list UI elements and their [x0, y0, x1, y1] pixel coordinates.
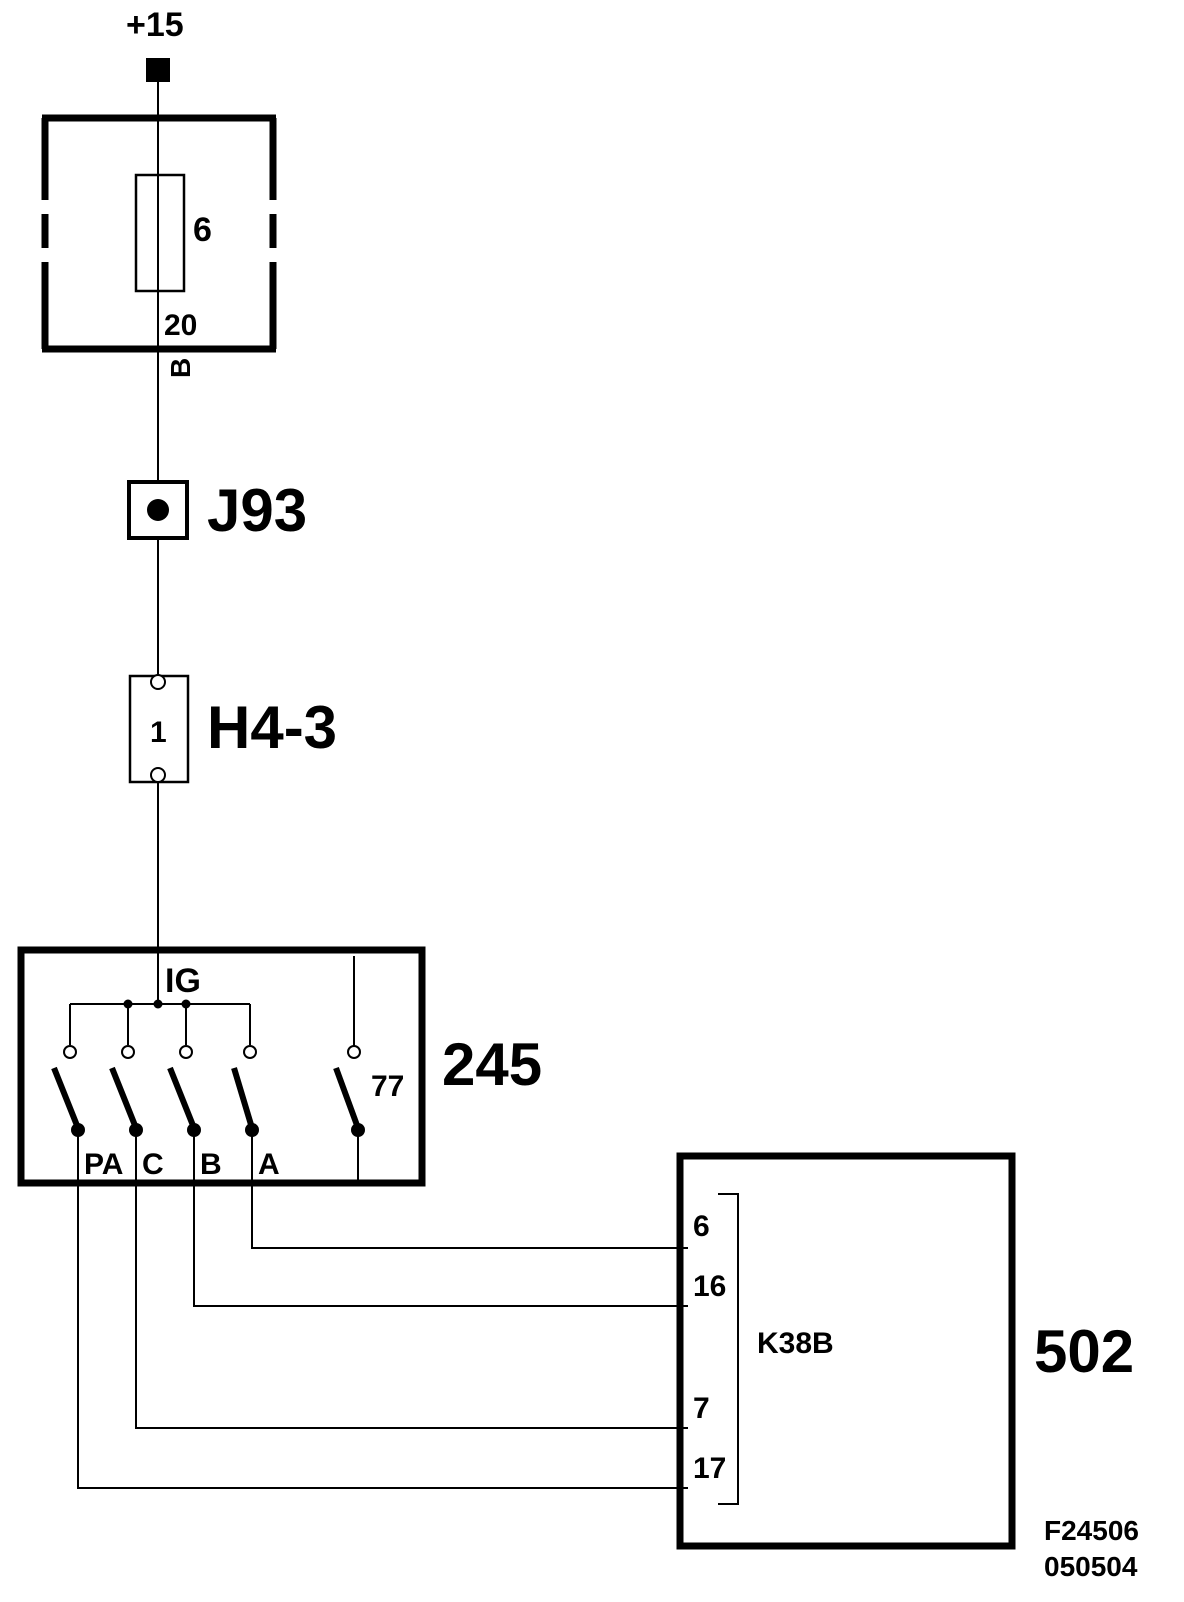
connector-pin-bottom	[150, 767, 166, 783]
switch-blade-c	[109, 1066, 139, 1130]
wire-a-to-pin6	[251, 1130, 688, 1249]
switch-contact	[347, 1045, 361, 1059]
ignition-switch-number: 245	[442, 1031, 542, 1098]
switch-contact	[63, 1045, 77, 1059]
fuse-number: 6	[193, 211, 212, 249]
figure-id: F24506	[1044, 1515, 1139, 1546]
switch-contact	[121, 1045, 135, 1059]
connector-label: H4-3	[207, 694, 337, 761]
module-pin-6: 6	[693, 1210, 710, 1243]
switch-blade-b	[167, 1066, 197, 1130]
switch-blade-a	[231, 1067, 255, 1129]
module-connector-label: K38B	[757, 1327, 834, 1360]
connector-pin-top	[150, 674, 166, 690]
module-connector-bracket	[718, 1193, 739, 1505]
wire-color-label: B	[165, 358, 196, 378]
switch-blade-pa	[51, 1066, 81, 1130]
supply-label: +15	[126, 6, 184, 44]
fuse-element	[134, 173, 186, 293]
switch-blade-77	[333, 1066, 361, 1130]
ignition-input-label: IG	[165, 962, 201, 1000]
date-code: 050504	[1044, 1551, 1138, 1582]
fuse-box	[41, 114, 277, 353]
terminal-label-c: C	[142, 1148, 164, 1181]
terminal-label-77: 77	[371, 1070, 404, 1103]
switch-contact	[243, 1045, 257, 1059]
fuse-pin: 20	[164, 309, 197, 342]
junction-dot	[147, 499, 169, 521]
module-box	[676, 1152, 1016, 1550]
module-pin-16: 16	[693, 1270, 726, 1303]
ignition-switch-box	[17, 946, 426, 1187]
bus-junction	[153, 999, 163, 1009]
connector-pin-number: 1	[150, 716, 167, 749]
bus-junction	[181, 999, 191, 1009]
module-pin-7: 7	[693, 1392, 710, 1425]
bus-junction	[123, 999, 133, 1009]
terminal-label-a: A	[258, 1148, 280, 1181]
terminal-label-b: B	[200, 1148, 222, 1181]
module-number: 502	[1034, 1318, 1134, 1385]
wire-b-to-pin16	[193, 1130, 688, 1307]
terminal-label-pa: PA	[84, 1148, 123, 1181]
module-pin-17: 17	[693, 1452, 726, 1485]
switch-contact	[179, 1045, 193, 1059]
junction-label: J93	[207, 477, 307, 544]
wire-c-to-pin7	[135, 1130, 688, 1429]
wire-pa-to-pin17	[77, 1130, 688, 1489]
